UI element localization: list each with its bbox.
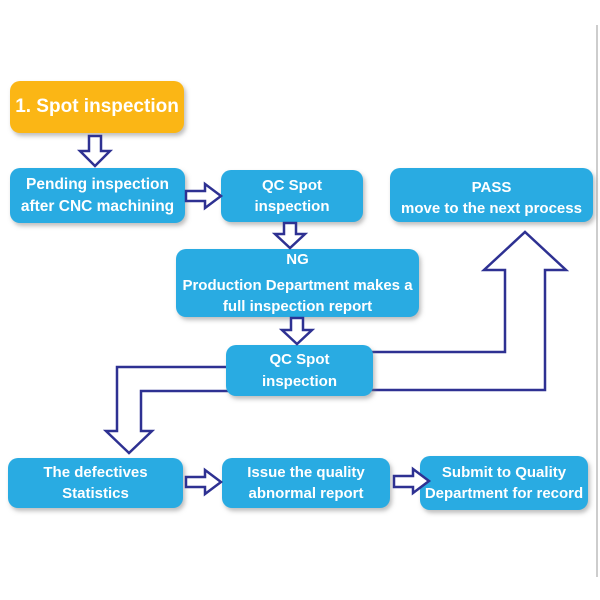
node-qc1-line1: QC Spot	[262, 176, 322, 194]
arrow-right-defectives-to-issue-icon	[184, 467, 224, 497]
node-ng-line3: full inspection report	[222, 298, 373, 316]
node-submit-line1: Submit to Quality	[441, 463, 567, 481]
node-pass-line2: move to the next process	[401, 200, 582, 218]
node-defectives-line1: The defectives	[43, 463, 148, 481]
node-pending-inspection: Pending inspection after CNC machining	[10, 168, 185, 223]
node-ng-line2: Production Department makes a	[182, 276, 413, 294]
node-ng-line1: NG	[286, 250, 309, 268]
arrow-down-start-to-pending-icon	[76, 134, 114, 168]
arrow-right-pending-to-qc1-icon	[184, 181, 224, 211]
node-spot-inspection: 1. Spot inspection	[10, 81, 184, 133]
arrow-down-ng-to-qc2-icon	[278, 316, 316, 346]
node-qc2-line1: QC Spot	[269, 351, 330, 369]
node-submit-line2: Department for record	[424, 485, 584, 502]
node-defectives-line2: Statistics	[62, 485, 129, 502]
node-issue-line1: Issue the quality	[247, 463, 365, 481]
node-ng-full-inspection-report: NG Production Department makes a full in…	[176, 249, 419, 317]
node-qc-spot-inspection-2: QC Spot inspection	[226, 345, 373, 396]
elbow-arrow-qc2-to-defectives-icon	[102, 365, 232, 455]
arrow-down-qc1-to-ng-icon	[271, 221, 309, 250]
node-pass: PASS move to the next process	[390, 168, 593, 222]
image-edge-line	[596, 25, 598, 577]
node-qc2-line2: inspection	[261, 372, 337, 390]
node-issue-line2: abnormal report	[248, 485, 364, 502]
node-submit-quality-record: Submit to Quality Department for record	[420, 456, 588, 510]
node-spot-inspection-label: 1. Spot inspection	[15, 95, 179, 117]
node-pending-line2: after CNC machining	[20, 197, 175, 215]
node-qc1-line2: inspection	[254, 198, 330, 215]
node-defectives-statistics: The defectives Statistics	[8, 458, 183, 508]
node-qc-spot-inspection-1: QC Spot inspection	[221, 170, 363, 222]
node-pending-line1: Pending inspection	[26, 175, 169, 193]
node-issue-abnormal-report: Issue the quality abnormal report	[222, 458, 390, 508]
node-pass-line1: PASS	[471, 179, 512, 196]
